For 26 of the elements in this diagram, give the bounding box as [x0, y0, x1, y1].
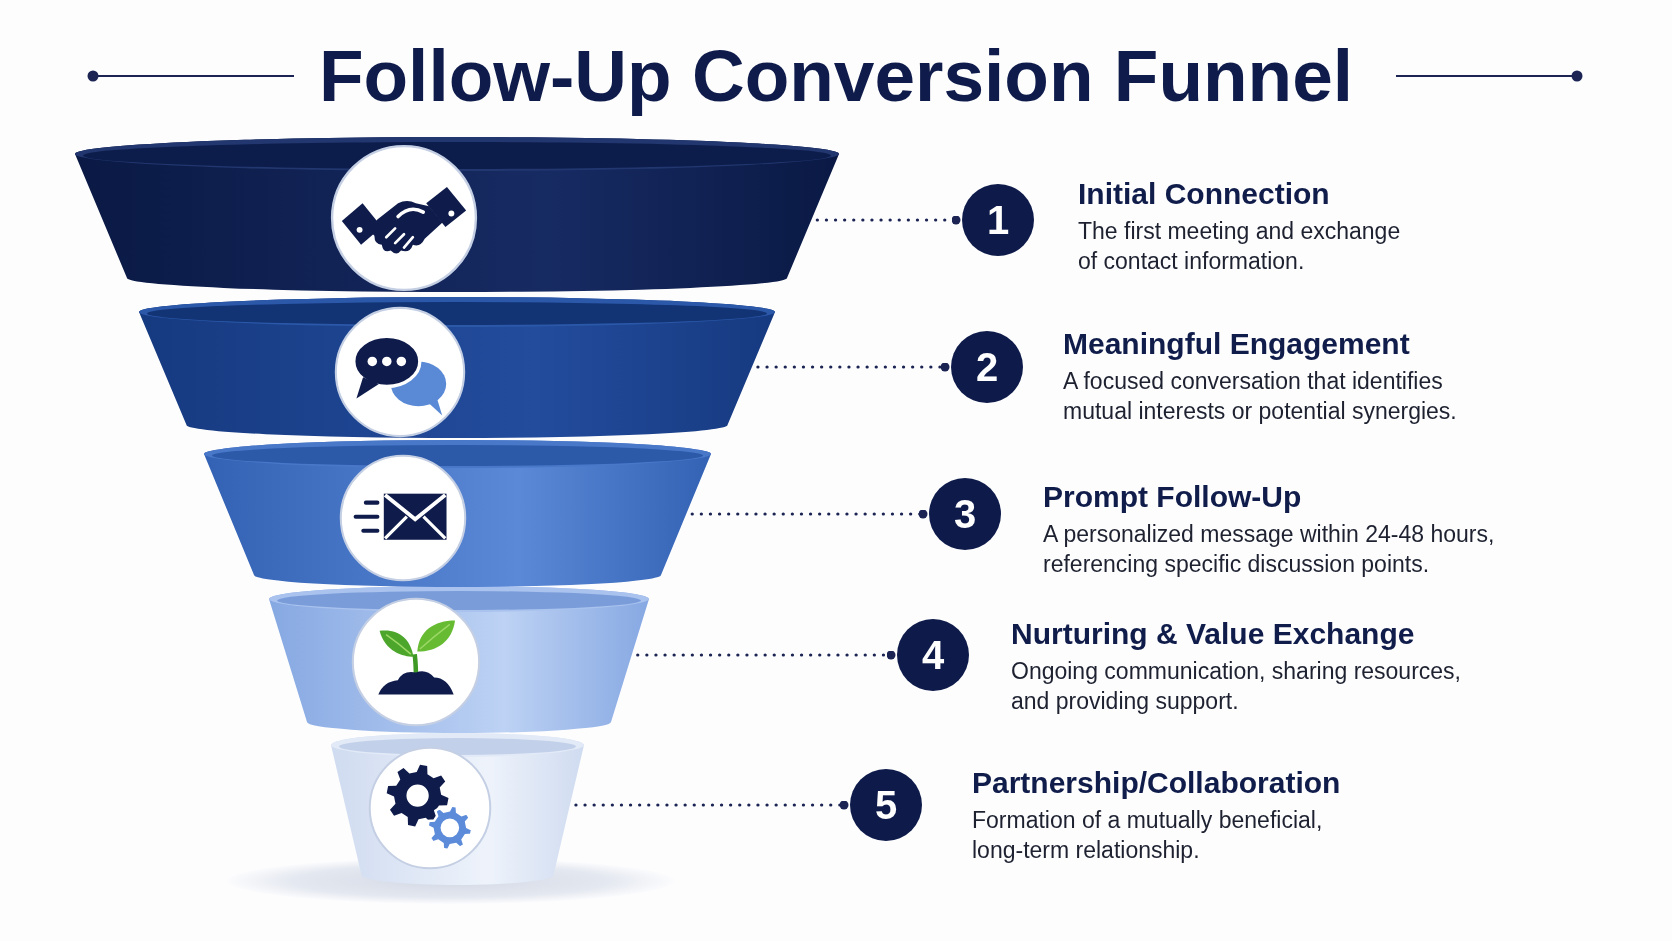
step-title: Initial Connection	[1078, 176, 1330, 212]
step-title: Prompt Follow-Up	[1043, 479, 1302, 515]
funnel-band	[331, 733, 584, 885]
funnel-band	[139, 297, 775, 438]
leader-line	[636, 650, 896, 660]
step-title: Nurturing & Value Exchange	[1011, 616, 1415, 652]
step-description: Formation of a mutually beneficial, long-term relationship.	[972, 806, 1324, 865]
funnel-band	[269, 586, 649, 733]
step-description: A personalized message within 24-48 hours, referencing specific discussion points.	[1043, 520, 1496, 579]
step-description: Ongoing communication, sharing resources, and providing support.	[1011, 657, 1462, 716]
funnel-band	[75, 137, 839, 292]
step-description: The first meeting and exchange of contact information.	[1078, 217, 1402, 276]
step-number: 4	[897, 619, 969, 691]
step-number: 1	[962, 184, 1034, 256]
leader-line	[815, 215, 961, 225]
leader-line	[756, 362, 950, 372]
step-number: 3	[929, 478, 1001, 550]
step-title: Partnership/Collaboration	[972, 765, 1341, 801]
step-number: 5	[850, 769, 922, 841]
funnel-band	[204, 440, 711, 587]
title: Follow-Up Conversion Funnel	[318, 34, 1354, 118]
leader-line	[690, 509, 928, 519]
step-description: A focused conversation that identifies mutual interests or potential synergies.	[1063, 367, 1458, 426]
step-number: 2	[951, 331, 1023, 403]
leader-line	[574, 800, 849, 810]
step-title: Meaningful Engagement	[1063, 326, 1410, 362]
